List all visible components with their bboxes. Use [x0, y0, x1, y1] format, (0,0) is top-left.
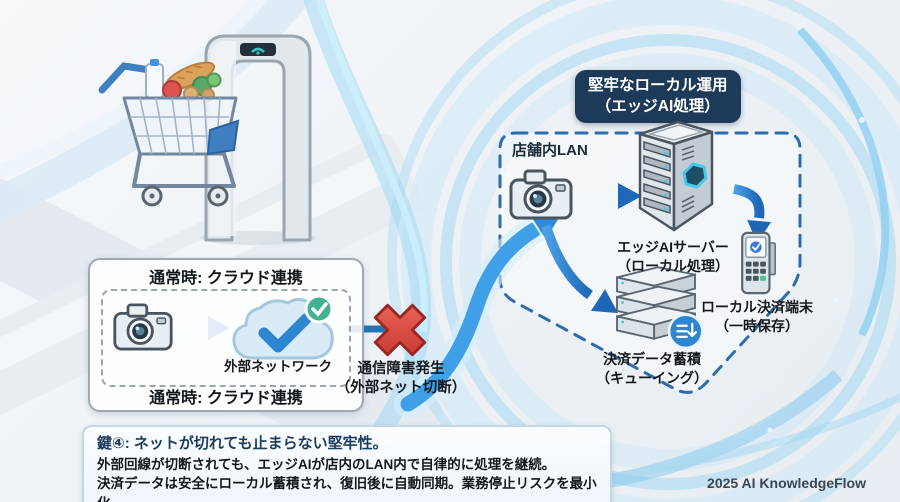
external-network-label: 外部ネットワーク: [224, 359, 332, 374]
payment-terminal-icon: [741, 231, 776, 295]
camera-icon: [509, 169, 573, 220]
store-lan-label: 店舗内LAN: [512, 142, 588, 159]
terminal-label-line2: （一時保存）: [715, 317, 799, 334]
failure-label-line1: 通信障害発生: [357, 361, 445, 377]
storage-label: 決済データ蓄積 （キューイング）: [596, 350, 708, 387]
server-label-line2: （ローカル処理）: [617, 257, 729, 274]
cloud-flow-inner-dashed-box: [101, 289, 351, 387]
terminal-label-line1: ローカル決済端末: [701, 299, 813, 315]
badge-line1: 堅牢なローカル運用: [588, 77, 728, 94]
cloud-flow-title-bottom: 通常時: クラウド連携: [149, 390, 303, 407]
key-point-body1: 外部回線が切断されても、エッジAIが店内のLAN内で自律的に処理を継続。: [97, 456, 556, 472]
terminal-label: ローカル決済端末 （一時保存）: [701, 298, 813, 335]
storage-stack-icon: [616, 266, 704, 350]
server-icon: [638, 120, 714, 232]
camera-icon: [113, 303, 173, 351]
key-point-body2: 決済データは安全にローカル蓄積され、復旧後に自動同期。業務停止リスクを最小化。: [97, 476, 597, 502]
storage-label-line1: 決済データ蓄積: [603, 351, 701, 367]
server-label-line1: エッジAIサーバー: [617, 239, 729, 255]
key-point-box: 鍵④: ネットが切れても止まらない堅牢性。 外部回線が切断されても、エッジAIが…: [82, 425, 612, 502]
failure-label-line2: （外部ネット切断）: [335, 380, 467, 397]
local-operation-badge: 堅牢なローカル運用 （エッジAI処理）: [575, 70, 741, 123]
error-x-icon: [373, 303, 427, 357]
credit-text: 2025 AI KnowledgeFlow: [707, 475, 866, 491]
failure-label: 通信障害発生 （外部ネット切断）: [336, 360, 467, 399]
server-label: エッジAIサーバー （ローカル処理）: [617, 238, 729, 275]
storage-label-line2: （キューイング）: [596, 369, 708, 386]
cloud-check-icon: [232, 294, 334, 360]
cloud-flow-title-top: 通常時: クラウド連携: [149, 270, 303, 287]
shopping-cart-icon: [98, 59, 240, 207]
key-point-title: 鍵④: ネットが切れても止まらない堅牢性。: [97, 435, 388, 452]
badge-line2: （エッジAI処理）: [595, 98, 720, 116]
